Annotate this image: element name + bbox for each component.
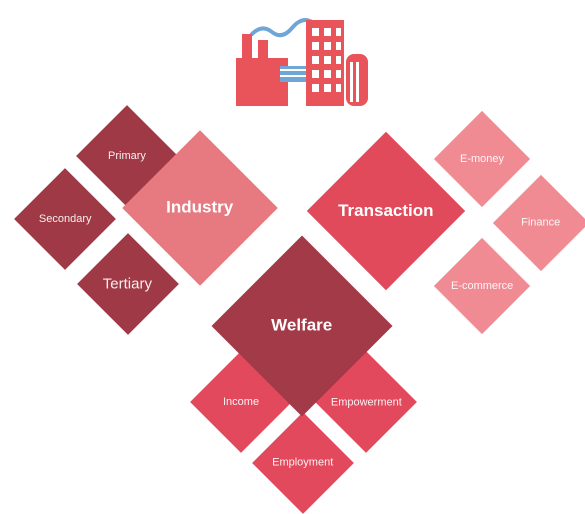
transaction-label: Transaction — [338, 200, 434, 220]
employment-diamond: Employment — [252, 412, 354, 514]
employment-label: Employment — [272, 456, 334, 469]
empowerment-label: Empowerment — [330, 395, 402, 408]
industry-label: Industry — [166, 198, 234, 217]
emoney-label: E-money — [459, 153, 505, 165]
factory-building — [236, 58, 288, 106]
primary-label: Primary — [108, 149, 146, 162]
secondary-label: Secondary — [38, 213, 92, 225]
emoney-diamond: E-money — [433, 110, 531, 208]
ecommerce-diamond: E-commerce — [433, 237, 531, 335]
income-label: Income — [222, 395, 260, 408]
factory-chimney — [242, 34, 252, 62]
factory-icon — [236, 18, 368, 106]
ecommerce-label: E-commerce — [450, 280, 514, 292]
factory-chimney — [258, 40, 268, 62]
tertiary-label: Tertiary — [103, 275, 153, 293]
smoke-icon — [250, 18, 314, 38]
factory-pipe — [280, 66, 310, 82]
secondary-diamond: Secondary — [14, 168, 116, 270]
welfare-label: Welfare — [271, 315, 333, 335]
finance-label: Finance — [521, 216, 561, 229]
finance-diamond: Finance — [492, 174, 585, 272]
